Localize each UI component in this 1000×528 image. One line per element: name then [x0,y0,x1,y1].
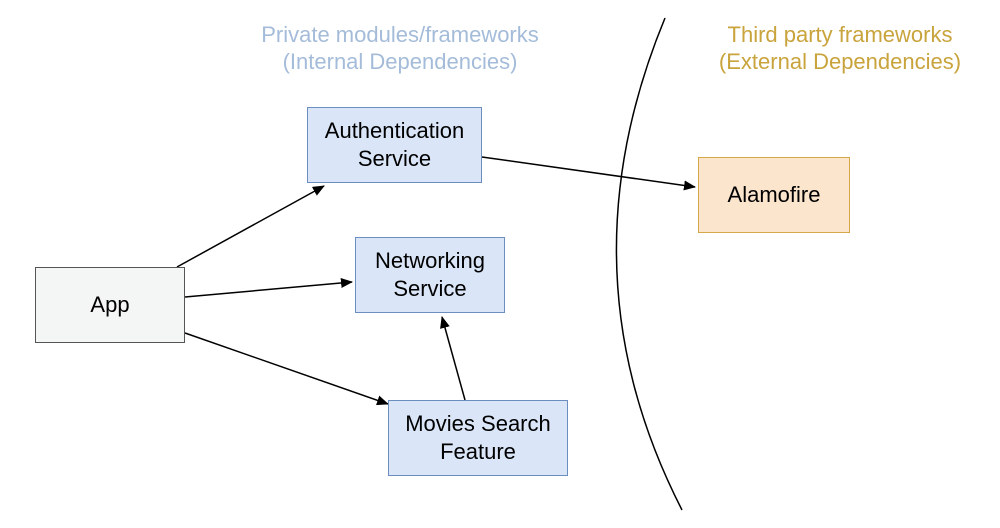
boundary-curve [615,17,683,511]
node-alamofire-label: Alamofire [727,182,821,207]
node-app: App [35,267,185,343]
node-alamofire: Alamofire [698,157,850,233]
node-movies-search-feature: Movies Search Feature [388,400,568,476]
node-authentication-service: Authentication Service [307,107,482,183]
node-movies-label-line1: Movies Search [405,411,551,436]
external-heading-line1: Third party frameworks [727,22,953,47]
edge-app-to-auth [176,185,325,268]
node-app-label: App [90,292,130,317]
node-movies-label-line2: Feature [440,439,516,464]
external-dependencies-heading: Third party frameworks (External Depende… [680,21,1000,75]
node-auth-label-line2: Service [357,146,432,171]
node-networking-label-line1: Networking [374,248,486,273]
external-heading-line2: (External Dependencies) [718,49,962,74]
internal-heading-line1: Private modules/frameworks [261,22,539,47]
edge-auth-to-alamofire [481,156,696,191]
edge-movies-to-networking [440,316,466,401]
internal-dependencies-heading: Private modules/frameworks (Internal Dep… [220,21,580,75]
node-auth-label-line1: Authentication [324,118,465,143]
node-networking-service: Networking Service [355,237,505,313]
node-networking-label-line2: Service [393,276,467,301]
internal-heading-line2: (Internal Dependencies) [282,49,518,74]
edge-app-to-networking [184,278,353,298]
edge-app-to-movies [184,332,389,406]
